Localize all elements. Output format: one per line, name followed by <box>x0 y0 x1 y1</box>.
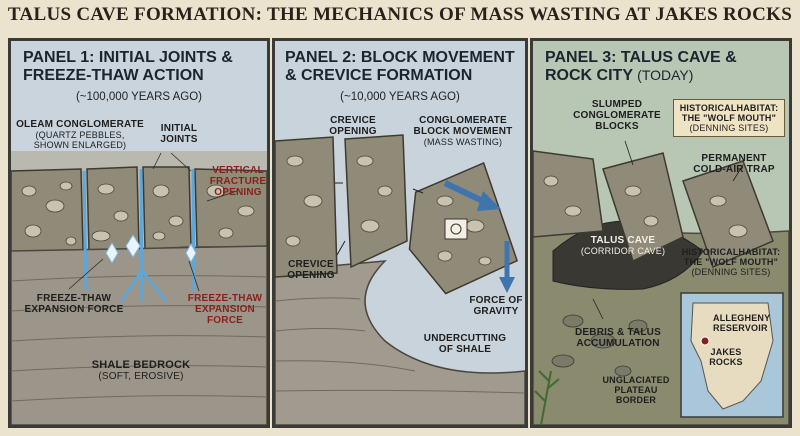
panel-2-title-line1: PANEL 2: BLOCK MOVEMENT <box>285 49 515 66</box>
fter-label-3: FORCE <box>207 315 243 327</box>
crevice-bot-2: OPENING <box>287 270 335 282</box>
weight-scale-icon <box>444 218 468 240</box>
olean-label: OLEAM CONGLOMERATE <box>16 119 144 130</box>
cold-label-2: COLD-AIR TRAP <box>693 164 775 176</box>
gravity-label-2: GRAVITY <box>473 306 519 318</box>
map-jakes-2: ROCKS <box>709 357 743 368</box>
slumped-label-3: BLOCKS <box>595 121 639 133</box>
map-jakes-1: JAKES <box>710 347 742 357</box>
main-title: TALUS CAVE FORMATION: THE MECHANICS OF M… <box>7 4 793 25</box>
cave-label-1: TALUS CAVE <box>590 235 656 246</box>
joints-label-2: JOINTS <box>160 134 198 146</box>
ice-crystals <box>105 234 197 264</box>
location-map <box>680 292 784 418</box>
panel-1-title-line2: FREEZE-THAW ACTION <box>23 67 204 85</box>
cold-label-1: PERMANENT <box>701 153 767 164</box>
talus-debris <box>551 314 648 377</box>
crevice-bot-1: CREVICE <box>288 259 334 270</box>
panel-1-era: (~100,000 YEARS AGO) <box>75 91 203 103</box>
map-reservoir-2: RESERVOIR <box>713 323 768 334</box>
habitat-label-b: HISTORICALHABITAT: THE "WOLF MOUTH" (DEN… <box>673 247 789 277</box>
shale-sub: (SOFT, EROSIVE) <box>98 371 184 383</box>
hist-b-2: THE "WOLF MOUTH" <box>683 257 779 268</box>
cave-label-2: (CORRIDOR CAVE) <box>580 246 666 257</box>
gravity-arrow <box>499 241 515 293</box>
hist-a-3: (DENNING SITES) <box>689 123 769 134</box>
hist-a-1: HISTORICALHABITAT: <box>679 103 779 113</box>
panel-1-illustration <box>11 41 267 425</box>
crevice-top-1: CREVICE <box>330 115 376 126</box>
slumped-label-1: SLUMPED <box>591 99 643 110</box>
panel-1: PANEL 1: INITIAL JOINTS & FREEZE-THAW AC… <box>8 38 270 428</box>
gravity-label-1: FORCE OF <box>469 295 523 306</box>
fter-label-1: FREEZE-THAW <box>187 293 263 304</box>
habitat-box-a: HISTORICALHABITAT: THE "WOLF MOUTH" (DEN… <box>673 99 785 138</box>
panel-2-title-line2: & CREVICE FORMATION <box>285 67 473 85</box>
quartz-pebbles <box>21 181 255 246</box>
panel-2: PANEL 2: BLOCK MOVEMENT & CREVICE FORMAT… <box>272 38 528 428</box>
debris-label-2: ACCUMULATION <box>576 338 660 350</box>
undercut-label-1: UNDERCUTTING <box>423 333 507 344</box>
hist-b-1: HISTORICALHABITAT: <box>681 247 781 257</box>
ice-wedges <box>82 168 196 302</box>
fte-label-1: FREEZE-THAW <box>36 293 112 304</box>
cbm-label-2: BLOCK MOVEMENT <box>413 126 513 138</box>
map-reservoir-1: ALLEGHENY <box>713 313 771 323</box>
panel-2-illustration <box>275 41 525 425</box>
fern-icon <box>534 370 560 425</box>
olean-sub1: (QUARTZ PEBBLES, <box>35 130 125 141</box>
vfo-label-2: FRACTURE <box>209 176 267 188</box>
panel-1-title-line1: PANEL 1: INITIAL JOINTS & <box>23 49 233 66</box>
hist-b-3: (DENNING SITES) <box>691 267 771 278</box>
slumped-blocks <box>533 150 774 269</box>
fte-label-2: EXPANSION FORCE <box>24 304 124 316</box>
crevice-top-2: OPENING <box>329 126 377 138</box>
shale-slope <box>275 260 525 425</box>
panel-2-era: (~10,000 YEARS AGO) <box>340 91 460 103</box>
undercut-label-2: OF SHALE <box>438 344 492 356</box>
cbm-label-1: CONGLOMERATE <box>419 115 507 126</box>
debris-label-1: DEBRIS & TALUS <box>575 327 661 338</box>
border-label-3: BORDER <box>615 395 657 406</box>
movement-arrow <box>443 180 501 211</box>
cbm-label-3: (MASS WASTING) <box>423 137 503 148</box>
panel-2-blocks <box>275 134 519 295</box>
panel-3-title-line2: ROCK CITY <box>545 67 633 85</box>
fter-label-2: EXPANSION <box>195 304 255 316</box>
panel-3: PANEL 3: TALUS CAVE & ROCK CITY (TODAY) … <box>530 38 792 428</box>
hist-a-2: THE "WOLF MOUTH" <box>681 113 777 124</box>
shale-label: SHALE BEDROCK <box>91 359 191 371</box>
panel-3-title-line1: PANEL 3: TALUS CAVE & <box>545 49 737 66</box>
olean-sub2: SHOWN ENLARGED) <box>33 140 127 151</box>
slumped-label-2: CONGLOMERATE <box>573 110 661 122</box>
border-label-2: PLATEAU <box>614 385 658 396</box>
vfo-label-1: VERTICAL <box>212 165 264 176</box>
joints-label-1: INITIAL <box>160 123 198 134</box>
jakes-rocks-marker <box>700 336 710 346</box>
panel-3-title-today: (TODAY) <box>637 67 694 84</box>
vfo-label-3: OPENING <box>214 187 262 199</box>
border-label-1: UNGLACIATED <box>602 375 670 385</box>
